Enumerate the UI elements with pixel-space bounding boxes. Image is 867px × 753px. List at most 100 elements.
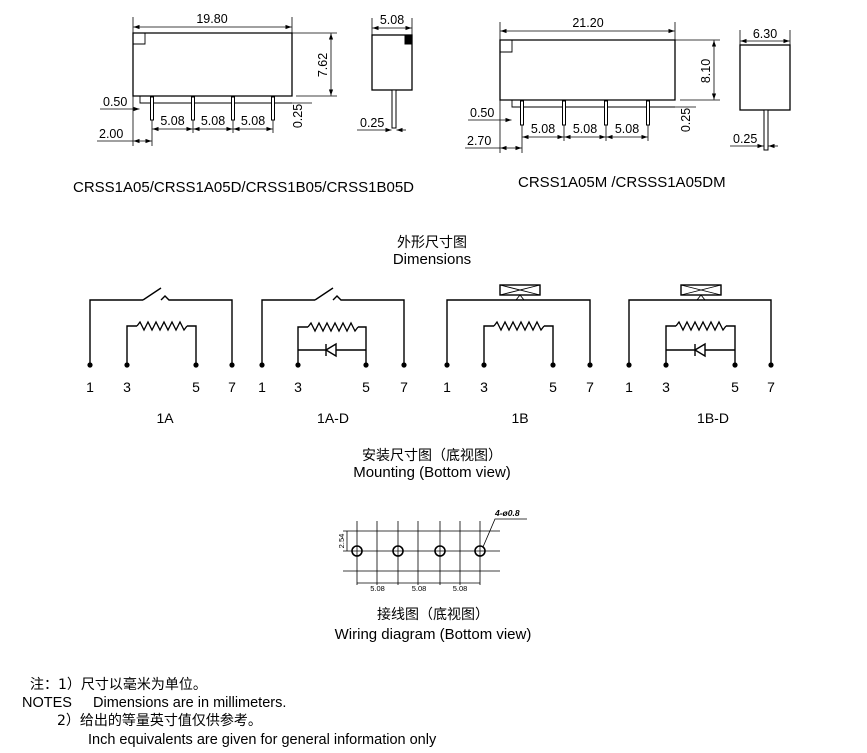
coil-wire-left	[297, 326, 308, 365]
caption-standard-models: CRSS1A05/CRSS1A05D/CRSS1B05/CRSS1B05D	[73, 179, 414, 196]
contact-wire-right	[332, 295, 405, 365]
pin-label: 7	[767, 379, 775, 395]
pin-1	[150, 96, 154, 121]
contact-box-cross	[499, 284, 541, 296]
front-view-m: 21.20 8.10 0.25 0.50 2.70 5.08 5.08 5.08	[465, 16, 720, 153]
circuit-label: 1A	[156, 410, 174, 426]
contact-wire-left	[89, 299, 143, 365]
dimension-first-pin: 2.70	[467, 134, 491, 148]
pin-label: 5	[192, 379, 200, 395]
contact-wire-left	[261, 299, 315, 365]
dimension-length: 21.20	[572, 16, 603, 30]
coil-wire-left	[126, 325, 137, 365]
dimension-row-pitch: 2.54	[337, 534, 346, 549]
wiring-heading-en: Wiring diagram (Bottom view)	[335, 626, 532, 643]
dimension-length: 19.80	[196, 12, 227, 26]
pin-label: 3	[480, 379, 488, 395]
body-base-plate	[139, 96, 292, 104]
coil-wire-left	[483, 325, 494, 365]
circuit-label: 1B-D	[697, 410, 729, 426]
circuit-label: 1A-D	[317, 410, 349, 426]
pin-5	[231, 96, 235, 121]
relay-body-outline	[132, 32, 293, 97]
body-corner-notch	[500, 40, 513, 53]
pin-dot	[444, 362, 450, 368]
front-view-standard: 19.80 7.62 0.25 0.50 2.00 5.08 5.08 5.08	[97, 12, 337, 146]
note-label: NOTES	[22, 695, 72, 711]
diode-symbol	[693, 342, 706, 358]
circuit-1b: 1 3 5 7 1B	[443, 284, 594, 426]
circuit-1b-d: 1 3 5 7 1B-D	[625, 284, 775, 426]
mounting-hole	[351, 545, 363, 557]
switch-blade	[142, 287, 162, 301]
dimension-pitch: 5.08	[531, 122, 555, 136]
coil-wire-right	[544, 325, 554, 365]
pin-label: 7	[400, 379, 408, 395]
pin-label: 5	[731, 379, 739, 395]
pin-label: 7	[228, 379, 236, 395]
dimension-base-offset: 0.50	[103, 95, 127, 109]
mounting-heading-en: Mounting (Bottom view)	[353, 464, 511, 481]
pin-dot	[295, 362, 301, 368]
pin-label: 3	[294, 379, 302, 395]
pin-dot	[550, 362, 556, 368]
hole-grid: 2.54 5.08 5.08 5.08 4-ø0.8	[337, 508, 527, 593]
note-2-cn: 2）给出的等量英寸值仅供参考。	[57, 712, 262, 729]
mounting-heading-cn: 安装尺寸图（底视图）	[362, 448, 502, 464]
contact-box-cross	[680, 284, 722, 296]
side-pin	[391, 89, 397, 129]
coil-wire-right	[358, 326, 367, 365]
dimension-pitch: 5.08	[241, 114, 265, 128]
mounting-hole	[434, 545, 446, 557]
mounting-hole	[474, 545, 486, 557]
dimension-base-offset: 0.50	[470, 106, 494, 120]
pin-dot	[363, 362, 369, 368]
pin-dot	[626, 362, 632, 368]
pin-label: 1	[258, 379, 266, 395]
relay-body-outline	[499, 39, 676, 101]
pin-dot	[87, 362, 93, 368]
pin-dot	[229, 362, 235, 368]
pin-1	[520, 100, 524, 126]
pin-dot	[663, 362, 669, 368]
dimension-pin-thickness: 0.25	[679, 108, 693, 132]
dimension-pitch: 5.08	[160, 114, 184, 128]
pin-label: 3	[662, 379, 670, 395]
dimension-width: 6.30	[753, 27, 777, 41]
side-pin	[763, 109, 769, 151]
pin-label: 5	[549, 379, 557, 395]
dimension-pitch: 5.08	[615, 122, 639, 136]
dimension-hole-pitch: 5.08	[453, 584, 468, 593]
pin-dot	[587, 362, 593, 368]
grid-lines-vertical	[356, 521, 481, 585]
dimensions-heading-en: Dimensions	[393, 251, 471, 268]
pin-dot	[259, 362, 265, 368]
coil-wire-right	[187, 325, 197, 365]
dimension-pin-thickness: 0.25	[291, 104, 305, 128]
coil-wire-right	[726, 325, 736, 365]
hole-callout-leader	[482, 518, 527, 548]
dimension-hole-pitch: 5.08	[412, 584, 427, 593]
pin-7	[646, 100, 650, 126]
contact-wire	[446, 299, 591, 365]
pin-label: 5	[362, 379, 370, 395]
diode-symbol	[324, 342, 337, 358]
hole-callout: 4-ø0.8	[494, 508, 520, 518]
pin-dot	[768, 362, 774, 368]
pin-dot	[481, 362, 487, 368]
grid-lines-horizontal	[343, 530, 500, 572]
circuit-1a: 1 3 5 7 1A	[86, 287, 236, 426]
switch-blade	[314, 287, 334, 301]
note-2-en: Inch equivalents are given for general i…	[88, 732, 437, 748]
pin-label: 3	[123, 379, 131, 395]
pin-label: 1	[443, 379, 451, 395]
pin-dot	[732, 362, 738, 368]
pin-5	[604, 100, 608, 126]
pin-label: 1	[625, 379, 633, 395]
pin-dot	[401, 362, 407, 368]
body-base-plate	[511, 100, 675, 108]
note-1-cn: 注：1）尺寸以毫米为单位。	[30, 676, 207, 693]
contact-wire	[628, 299, 772, 365]
